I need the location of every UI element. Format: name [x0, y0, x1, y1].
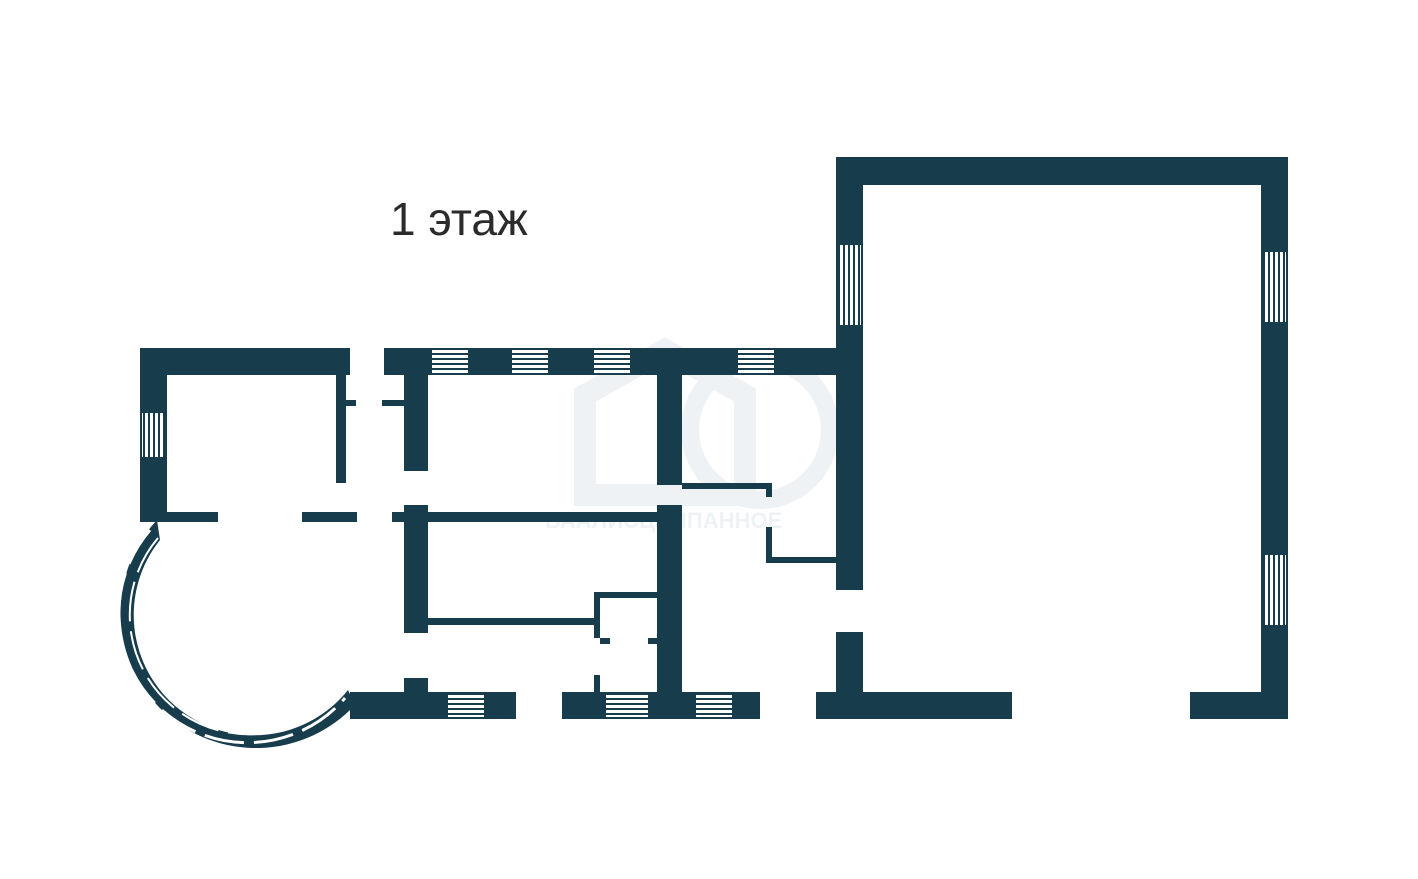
wall — [657, 505, 682, 719]
window — [606, 694, 648, 717]
window — [512, 350, 548, 373]
bay-window-glazing — [128, 537, 341, 736]
watermark: ВААЛИСЦЦППАННОЕ — [545, 337, 839, 533]
wall — [667, 375, 682, 485]
wall — [836, 157, 1288, 185]
wall — [140, 348, 350, 375]
window — [1263, 252, 1286, 322]
wall — [428, 618, 594, 625]
walls — [120, 157, 1288, 749]
bay-window-glazing — [117, 529, 347, 745]
window — [838, 245, 861, 325]
window — [696, 694, 732, 717]
windows — [117, 245, 1286, 745]
window — [1263, 555, 1286, 625]
wall — [302, 512, 357, 522]
wall — [350, 692, 516, 719]
window — [594, 350, 630, 373]
wall — [766, 527, 772, 563]
floor-label: 1 этаж — [390, 193, 528, 245]
window — [432, 350, 468, 373]
wall — [382, 400, 404, 406]
bay-window-wall — [120, 520, 355, 749]
wall — [404, 505, 428, 633]
wall — [346, 400, 356, 406]
wall — [766, 483, 772, 497]
window — [738, 350, 774, 373]
wall — [1261, 157, 1288, 719]
wall — [836, 348, 863, 590]
wall — [594, 675, 600, 693]
wall — [594, 592, 600, 638]
wall — [336, 375, 346, 483]
window — [448, 694, 484, 717]
wall — [140, 512, 218, 522]
wall — [404, 678, 428, 692]
wall — [600, 638, 610, 644]
wall — [594, 592, 660, 598]
wall — [648, 638, 660, 644]
wall — [816, 692, 1012, 719]
wall — [766, 557, 838, 563]
wall — [392, 512, 660, 522]
wall — [682, 483, 772, 489]
wall — [657, 375, 667, 485]
window — [142, 413, 165, 457]
wall — [404, 375, 428, 471]
